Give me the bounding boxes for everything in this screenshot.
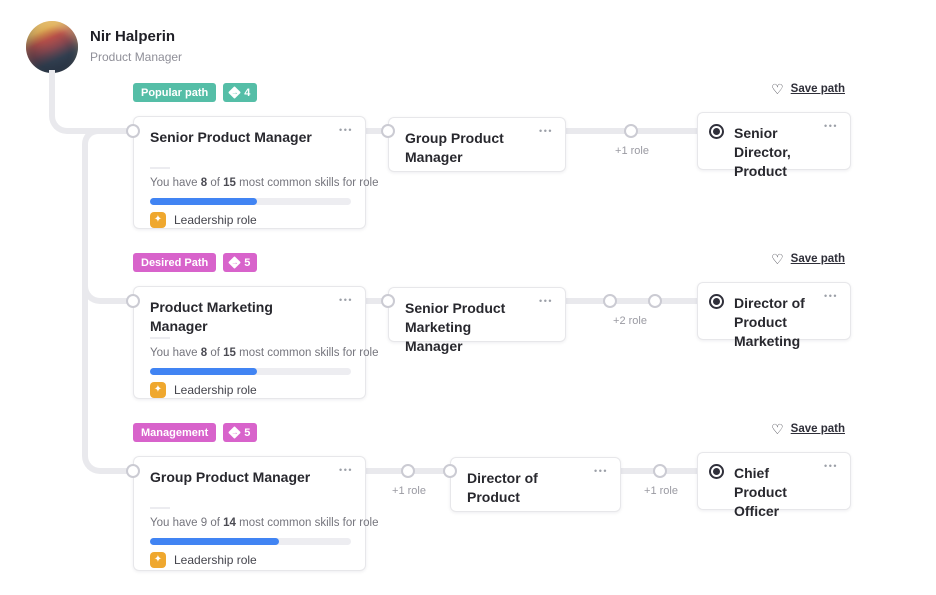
card-menu-icon[interactable]: •••: [824, 291, 838, 301]
connector-row2-b: [566, 298, 697, 304]
selected-radio-icon: [709, 464, 724, 479]
card-divider: [150, 507, 170, 509]
connector-branch-down: [82, 128, 108, 158]
skip-label: +2 role: [613, 315, 647, 327]
connector-node: [381, 294, 395, 308]
leadership-star-icon: ✦: [150, 382, 166, 398]
diamond-arrow-icon: →: [228, 426, 242, 439]
card-divider: [150, 337, 170, 339]
skip-label: +1 role: [615, 145, 649, 157]
role-title: Senior Product Manager: [150, 129, 312, 145]
card-menu-icon[interactable]: •••: [824, 461, 838, 471]
save-path-button-2[interactable]: ♡ Save path: [771, 252, 845, 266]
leadership-star-icon: ✦: [150, 212, 166, 228]
card-menu-icon[interactable]: •••: [339, 125, 353, 135]
diamond-arrow-icon: →: [228, 256, 242, 269]
card-menu-icon[interactable]: •••: [339, 465, 353, 475]
skip-node[interactable]: [603, 294, 617, 308]
heart-icon: ♡: [771, 421, 784, 437]
skills-progress-bar: [150, 368, 351, 375]
role-card-senior-product-marketing-manager[interactable]: Senior Product Marketing Manager •••: [388, 287, 566, 354]
role-card-product-marketing-manager[interactable]: Product Marketing Manager ••• You have 8…: [133, 286, 378, 399]
path-3-label-badge: Management: [133, 423, 217, 442]
connector-node: [443, 464, 457, 478]
card-divider: [150, 167, 170, 169]
skip-node[interactable]: [648, 294, 662, 308]
path-2-label-badge: Desired Path: [133, 253, 217, 272]
role-card-group-product-manager-2[interactable]: Group Product Manager ••• You have 9 of …: [133, 456, 378, 571]
skip-node[interactable]: [653, 464, 667, 478]
leadership-label: Leadership role: [174, 383, 257, 397]
path-3-count-badge: → 5: [223, 423, 258, 442]
skills-summary: You have 8 of 15 most common skills for …: [150, 347, 379, 359]
leadership-label: Leadership role: [174, 213, 257, 227]
role-title: Senior Director, Product: [734, 125, 791, 179]
skip-label: +1 role: [644, 485, 678, 497]
skills-summary: You have 9 of 14 most common skills for …: [150, 517, 379, 529]
role-card-group-product-manager[interactable]: Group Product Manager •••: [388, 117, 566, 172]
save-path-button-3[interactable]: ♡ Save path: [771, 422, 845, 436]
skip-node[interactable]: [401, 464, 415, 478]
skills-progress-bar: [150, 198, 351, 205]
path-1-badges: Popular path → 4: [133, 83, 258, 102]
path-1-count-badge: → 4: [223, 83, 258, 102]
save-path-label: Save path: [790, 83, 845, 95]
path-3-skill-count: 5: [244, 426, 251, 439]
role-title: Chief Product Officer: [734, 465, 787, 519]
path-2-skill-count: 5: [244, 256, 251, 269]
selected-radio-icon: [709, 294, 724, 309]
save-path-label: Save path: [790, 253, 845, 265]
role-title: Group Product Manager: [150, 469, 311, 485]
heart-icon: ♡: [771, 251, 784, 267]
connector-to-row2: [82, 240, 133, 304]
card-menu-icon[interactable]: •••: [594, 466, 608, 476]
connector-row1-a: [366, 128, 388, 134]
role-title: Director of Product Marketing: [734, 295, 805, 349]
leadership-label: Leadership role: [174, 553, 257, 567]
skills-summary: You have 8 of 15 most common skills for …: [150, 177, 379, 189]
role-title: Product Marketing Manager: [150, 299, 273, 334]
selected-radio-icon: [709, 124, 724, 139]
role-card-senior-product-manager[interactable]: Senior Product Manager ••• You have 8 of…: [133, 116, 378, 229]
skip-label: +1 role: [392, 485, 426, 497]
connector-row2-a: [366, 298, 388, 304]
role-title: Senior Product Marketing Manager: [405, 300, 506, 354]
card-menu-icon[interactable]: •••: [539, 126, 553, 136]
leadership-tag: ✦ Leadership role: [150, 552, 257, 568]
card-menu-icon[interactable]: •••: [824, 121, 838, 131]
connector-node: [126, 294, 140, 308]
connector-avatar-to-row1: [49, 70, 133, 134]
leadership-tag: ✦ Leadership role: [150, 382, 257, 398]
leadership-tag: ✦ Leadership role: [150, 212, 257, 228]
diamond-arrow-icon: →: [228, 86, 242, 99]
role-card-director-of-product[interactable]: Director of Product •••: [450, 457, 621, 512]
skills-progress-bar: [150, 538, 351, 545]
role-title: Group Product Manager: [405, 130, 504, 165]
user-avatar: [26, 21, 78, 73]
path-3-badges: Management → 5: [133, 423, 258, 442]
skip-node[interactable]: [624, 124, 638, 138]
leadership-star-icon: ✦: [150, 552, 166, 568]
connector-node: [126, 464, 140, 478]
connector-node: [381, 124, 395, 138]
path-2-count-badge: → 5: [223, 253, 258, 272]
user-name: Nir Halperin: [90, 28, 176, 45]
connector-to-row3: [82, 410, 133, 474]
card-menu-icon[interactable]: •••: [339, 295, 353, 305]
role-card-director-of-product-marketing[interactable]: Director of Product Marketing •••: [697, 282, 851, 349]
heart-icon: ♡: [771, 81, 784, 97]
role-card-senior-director-product[interactable]: Senior Director, Product •••: [697, 112, 851, 179]
card-menu-icon[interactable]: •••: [539, 296, 553, 306]
path-1-label-badge: Popular path: [133, 83, 217, 102]
user-job-title: Product Manager: [90, 50, 183, 64]
role-card-chief-product-officer[interactable]: Chief Product Officer •••: [697, 452, 851, 519]
role-title: Director of Product: [467, 470, 538, 505]
path-2-badges: Desired Path → 5: [133, 253, 258, 272]
connector-node: [126, 124, 140, 138]
save-path-label: Save path: [790, 423, 845, 435]
path-1-skill-count: 4: [244, 86, 251, 99]
save-path-button-1[interactable]: ♡ Save path: [771, 82, 845, 96]
